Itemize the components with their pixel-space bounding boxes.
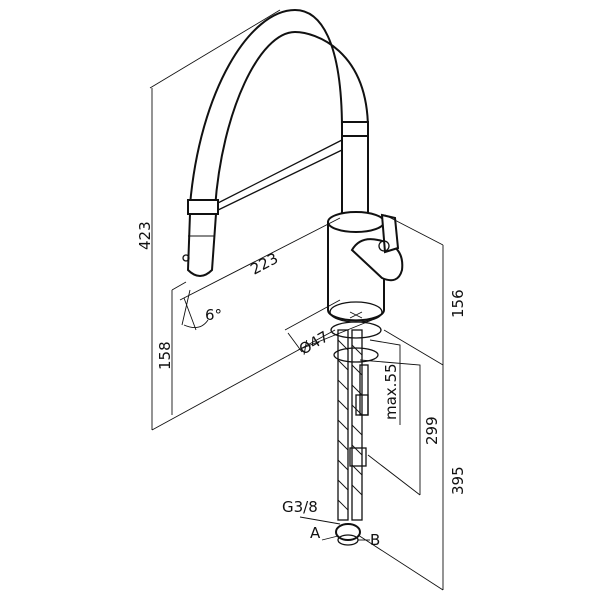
dimension-lines [149,9,444,591]
dim-below-counter: 395 [449,466,467,495]
dim-spout-height: 158 [156,341,174,370]
dim-max-counter: max.55 [382,363,400,420]
spray-head [182,199,219,277]
spout [188,8,369,216]
lever-handle [350,213,404,282]
dim-spout-reach: 223 [247,249,281,278]
dim-base-diameter: Ø47 [296,327,332,358]
dim-spray-angle: 6° [205,306,222,324]
label-hose-a: A [310,524,321,542]
dim-body-height: 156 [449,289,467,318]
dim-shank-length: 299 [423,416,441,445]
mounting-shank [330,321,382,546]
label-thread: G3/8 [282,498,318,516]
dim-overall-height: 423 [136,221,154,250]
label-hose-b: B [370,531,380,549]
